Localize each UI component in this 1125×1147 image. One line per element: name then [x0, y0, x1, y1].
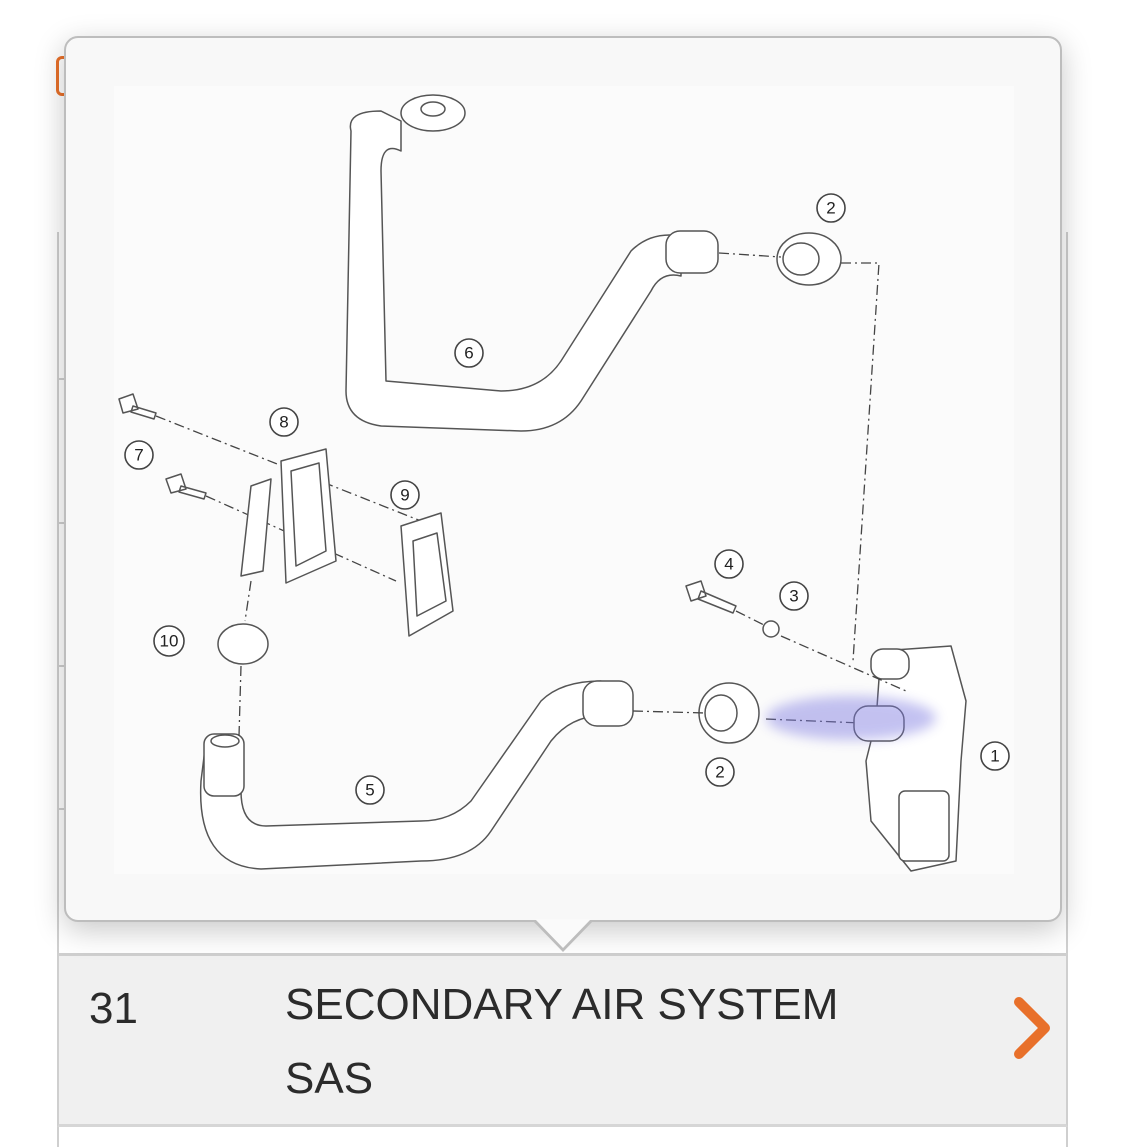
svg-text:5: 5: [365, 781, 374, 800]
svg-text:4: 4: [724, 555, 733, 574]
svg-text:1: 1: [990, 747, 999, 766]
item-title: SECONDARY AIR SYSTEM SAS: [285, 968, 838, 1116]
diagram-popover: 2 6 8 7 9 4 3 10 5 2 1: [64, 36, 1062, 922]
background-list: [57, 232, 1068, 1147]
callout-6[interactable]: 6: [454, 338, 484, 368]
bolt-7-b: [165, 473, 207, 500]
callout-4[interactable]: 4: [714, 549, 744, 579]
callout-3[interactable]: 3: [779, 581, 809, 611]
parts-diagram[interactable]: 2 6 8 7 9 4 3 10 5 2 1: [114, 86, 1014, 874]
hose-6: [345, 110, 682, 432]
hose-5-sleeve: [203, 733, 245, 797]
svg-text:2: 2: [826, 199, 835, 218]
list-item-secondary-air-system[interactable]: 31 SECONDARY AIR SYSTEM SAS: [57, 953, 1068, 1127]
svg-text:9: 9: [400, 486, 409, 505]
callout-2-bottom[interactable]: 2: [705, 757, 735, 787]
callout-10[interactable]: 10: [153, 625, 185, 657]
hose-5: [199, 680, 602, 870]
callout-8[interactable]: 8: [269, 407, 299, 437]
callout-1[interactable]: 1: [980, 741, 1010, 771]
hose-6-sleeve: [665, 230, 719, 274]
callout-2-top[interactable]: 2: [816, 193, 846, 223]
popover-tail-fill: [535, 919, 591, 948]
svg-text:7: 7: [134, 446, 143, 465]
svg-text:8: 8: [279, 413, 288, 432]
svg-text:2: 2: [715, 763, 724, 782]
bolt-4: [685, 580, 737, 614]
callout-9[interactable]: 9: [390, 480, 420, 510]
svg-text:10: 10: [160, 632, 179, 651]
item-number: 31: [89, 984, 138, 1033]
callout-7[interactable]: 7: [124, 440, 154, 470]
svg-text:3: 3: [789, 587, 798, 606]
callout-5[interactable]: 5: [355, 775, 385, 805]
svg-text:6: 6: [464, 344, 473, 363]
item-title-line1: SECONDARY AIR SYSTEM: [285, 980, 839, 1029]
chevron-right-icon[interactable]: [1011, 996, 1055, 1060]
washer-3: [762, 620, 780, 638]
highlight-marker: [766, 696, 936, 740]
bolt-7-a: [118, 393, 157, 420]
item-title-line2: SAS: [285, 1054, 374, 1103]
cable-tie-10: [217, 623, 269, 665]
parts-diagram-drawing: 2 6 8 7 9 4 3 10 5 2 1: [118, 94, 1010, 872]
